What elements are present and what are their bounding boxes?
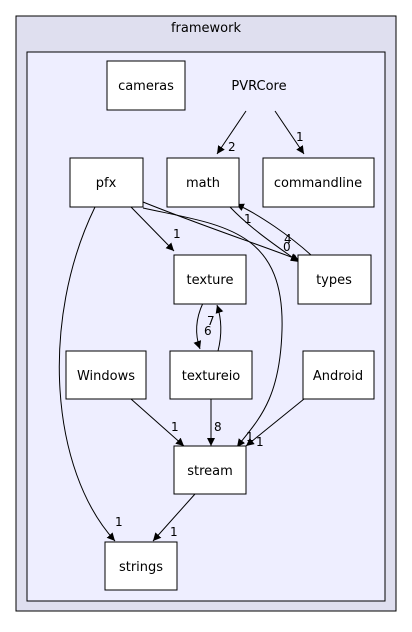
edge-stream-strings bbox=[152, 493, 196, 542]
edge-texture-textureio bbox=[193, 302, 204, 350]
edge-pfx-strings bbox=[58, 206, 116, 542]
pvrcore-cluster-label[interactable]: PVRCore bbox=[231, 79, 286, 94]
edges bbox=[58, 110, 312, 542]
node-cameras-label: cameras bbox=[118, 79, 174, 94]
edge-label-textureio-texture: 7 bbox=[207, 314, 215, 328]
node-stream[interactable]: stream bbox=[173, 445, 247, 495]
node-windows-label: Windows bbox=[77, 369, 135, 384]
edge-label-texture-textureio: 6 bbox=[204, 324, 212, 338]
node-cameras[interactable]: cameras bbox=[106, 60, 186, 111]
node-types[interactable]: types bbox=[297, 254, 372, 305]
edge-label-windows-stream: 1 bbox=[171, 420, 179, 434]
edge-label-pfx-strings: 1 bbox=[115, 515, 123, 529]
edge-pfx-texture bbox=[130, 206, 175, 252]
node-math[interactable]: math bbox=[166, 157, 240, 208]
node-types-label: types bbox=[316, 273, 352, 288]
node-android-label: Android bbox=[313, 369, 363, 384]
node-strings[interactable]: strings bbox=[104, 541, 178, 591]
node-stream-label: stream bbox=[187, 464, 233, 479]
node-pfx-label: pfx bbox=[96, 176, 117, 191]
edge-label-stream-strings: 1 bbox=[170, 525, 178, 539]
edge-pfx-types bbox=[142, 201, 300, 261]
edge-android-stream bbox=[245, 398, 305, 447]
node-pfx[interactable]: pfx bbox=[69, 157, 144, 208]
edge-label-pvrcore-commandline: 1 bbox=[296, 130, 304, 144]
framework-cluster-label[interactable]: framework bbox=[171, 21, 241, 36]
edge-label-types-math: 4 bbox=[284, 232, 292, 246]
node-windows[interactable]: Windows bbox=[65, 350, 147, 400]
edge-label-pfx-texture: 1 bbox=[173, 227, 181, 241]
node-textureio[interactable]: textureio bbox=[169, 350, 253, 400]
node-texture[interactable]: texture bbox=[173, 254, 247, 305]
edge-pvrcore-commandline bbox=[274, 110, 305, 155]
pvrcore-cluster-box bbox=[26, 51, 386, 602]
edge-pfx-stream bbox=[142, 207, 283, 448]
node-texture-label: texture bbox=[187, 273, 234, 288]
edge-label-pfx-types: 0 bbox=[283, 240, 291, 254]
pvrcore-cluster: PVRCore bbox=[26, 51, 386, 602]
edge-types-math bbox=[235, 203, 312, 256]
edge-labels: 2 1 1 4 0 1 1 1 6 7 8 1 1 1 bbox=[115, 130, 304, 539]
edge-textureio-texture bbox=[215, 304, 224, 352]
node-android[interactable]: Android bbox=[302, 350, 375, 400]
node-commandline-label: commandline bbox=[274, 176, 362, 191]
edge-label-math-types: 1 bbox=[244, 212, 252, 226]
node-commandline[interactable]: commandline bbox=[262, 157, 375, 208]
edge-windows-stream bbox=[130, 398, 185, 447]
edge-pvrcore-math bbox=[216, 110, 247, 155]
edge-label-pvrcore-math: 2 bbox=[228, 140, 236, 154]
edge-label-pfx-stream: 1 bbox=[246, 430, 254, 444]
nodes: cameras math commandline pfx texture typ… bbox=[65, 60, 375, 591]
edge-label-textureio-stream: 8 bbox=[214, 420, 222, 434]
node-strings-label: strings bbox=[119, 560, 163, 575]
edge-label-android-stream: 1 bbox=[256, 435, 264, 449]
node-textureio-label: textureio bbox=[182, 369, 241, 384]
node-math-label: math bbox=[186, 176, 220, 191]
